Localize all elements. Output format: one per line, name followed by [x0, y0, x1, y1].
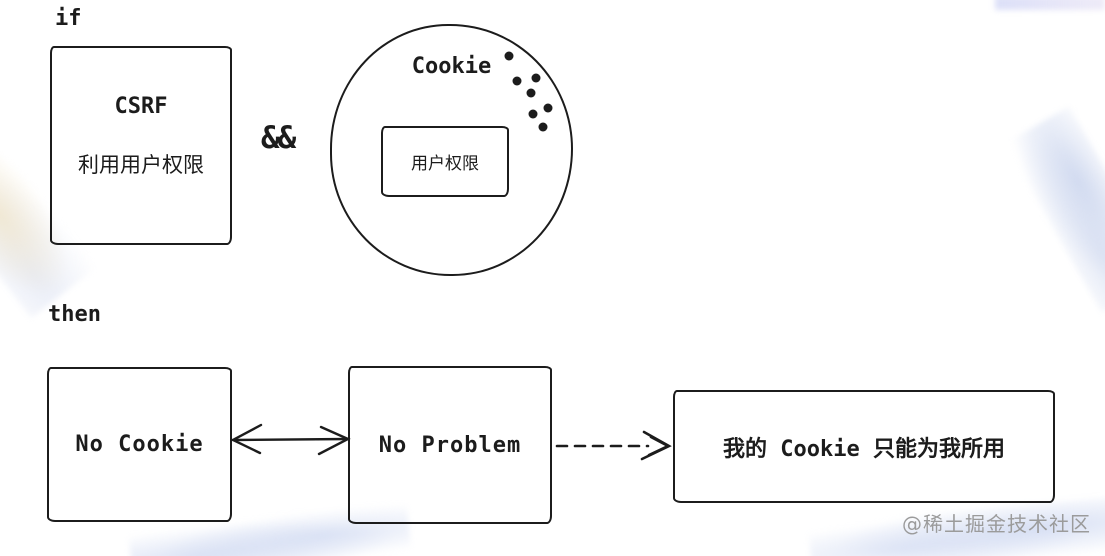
user-permission-label: 用户权限	[411, 154, 479, 174]
community-credit: @稀土掘金技术社区	[902, 512, 1091, 536]
conclusion-box: 我的 Cookie 只能为我所用	[673, 390, 1055, 503]
csrf-box-title: CSRF	[114, 94, 168, 119]
no-cookie-label: No Cookie	[75, 432, 204, 457]
cookie-chip-dot	[528, 109, 538, 119]
if-label: if	[55, 6, 82, 31]
then-label: then	[48, 302, 101, 327]
cookie-chip-dot	[538, 122, 548, 132]
cookie-chip-dot	[531, 73, 541, 83]
cookie-chip-dot	[512, 76, 522, 86]
double-arrow	[230, 423, 351, 456]
cookie-chip-dot	[526, 88, 536, 98]
csrf-box: CSRF 利用用户权限	[50, 46, 232, 245]
and-operator: &&	[261, 120, 296, 156]
cookie-circle	[330, 24, 573, 276]
user-permission-box: 用户权限	[381, 126, 509, 197]
cookie-chip-dot	[504, 51, 514, 61]
no-problem-label: No Problem	[378, 432, 522, 458]
no-cookie-box: No Cookie	[47, 367, 232, 522]
no-problem-box: No Problem	[348, 366, 552, 524]
cookie-circle-title: Cookie	[411, 54, 492, 79]
cookie-chip-dot	[543, 103, 553, 113]
csrf-box-subtitle: 利用用户权限	[78, 153, 204, 177]
watermark-smudge-right	[1004, 106, 1105, 313]
watermark-smudge-top-right	[995, 0, 1105, 10]
dashed-arrow	[555, 430, 672, 461]
conclusion-label: 我的 Cookie 只能为我所用	[723, 436, 1005, 462]
